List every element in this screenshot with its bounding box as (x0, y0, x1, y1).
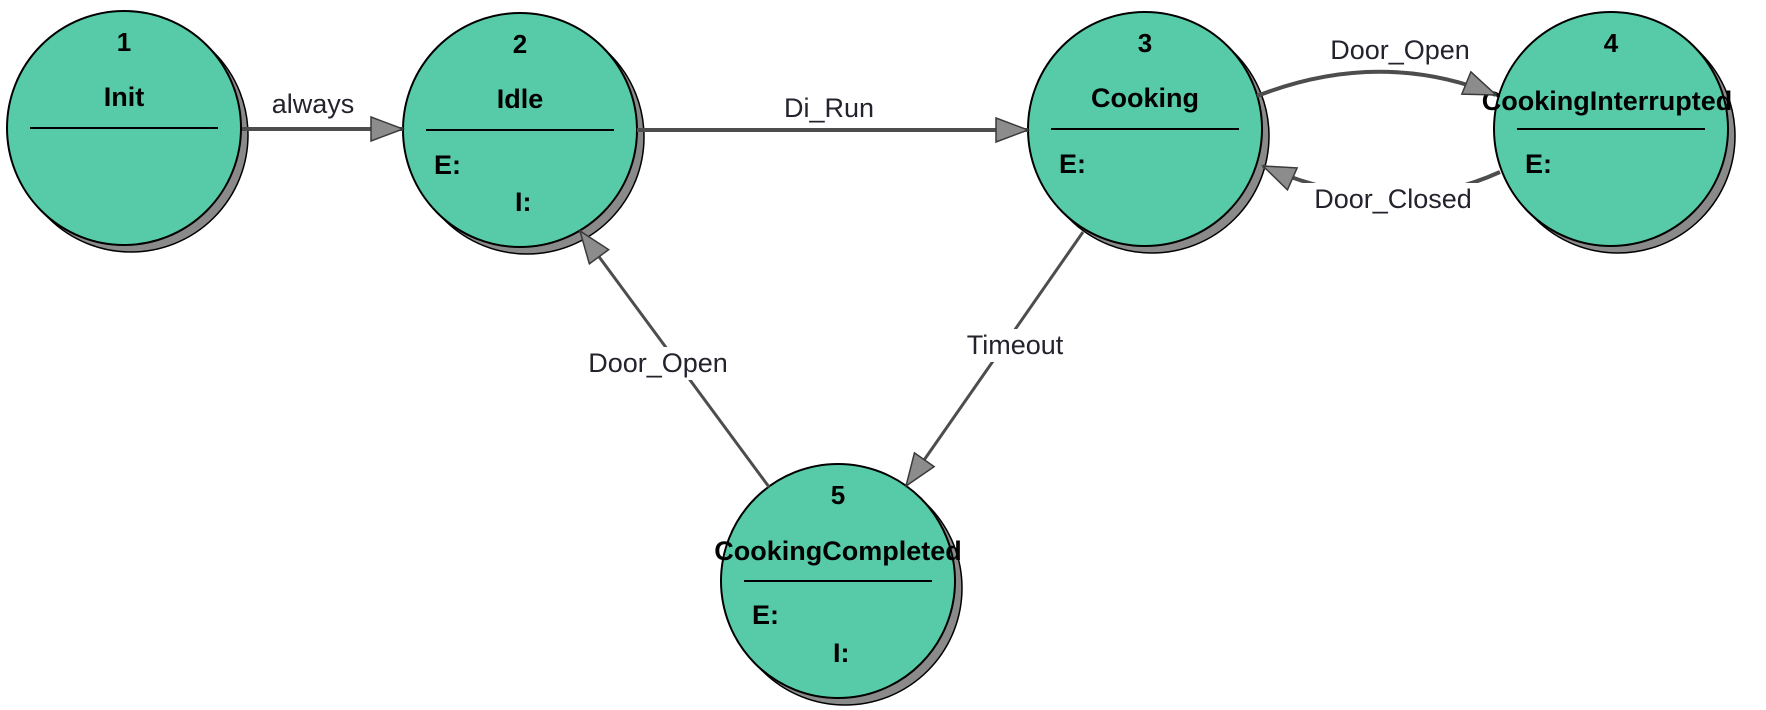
state-name: Idle (497, 84, 544, 114)
entry-action-prefix: E: (1525, 149, 1552, 179)
state-name: Cooking (1091, 83, 1199, 113)
state-cooking: 3 Cooking E: (1027, 11, 1270, 254)
state-init: 1 Init (6, 10, 249, 253)
transition-door-open-to-interrupted: Door_Open (1256, 35, 1496, 98)
input-action-prefix: I: (515, 187, 532, 217)
entry-action-prefix: E: (1059, 149, 1086, 179)
state-cooking-interrupted: 4 CookingInterrupted E: (1482, 11, 1736, 254)
state-idle: 2 Idle E: I: (402, 12, 645, 255)
transition-label-background (959, 329, 1071, 362)
transition-label-door-closed[interactable]: Door_Closed (1314, 184, 1472, 214)
entry-action-prefix: E: (434, 150, 461, 180)
transition-label-always[interactable]: always (272, 89, 355, 119)
transition-di-run: Di_Run (637, 93, 1028, 130)
transition-always: always (242, 89, 403, 129)
state-number: 1 (117, 27, 131, 57)
entry-action-prefix: E: (752, 600, 779, 630)
transition-door-open-top-arc[interactable] (1256, 69, 1496, 98)
state-number: 5 (831, 480, 845, 510)
transition-label-di-run[interactable]: Di_Run (784, 93, 874, 123)
state-name: CookingCompleted (714, 536, 962, 566)
state-name: CookingInterrupted (1482, 86, 1733, 116)
input-action-prefix: I: (833, 638, 850, 668)
transition-label-background (572, 347, 744, 380)
transition-label-timeout[interactable]: Timeout (967, 330, 1064, 360)
state-number: 2 (513, 29, 527, 59)
transition-door-closed: Door_Closed (1263, 164, 1501, 216)
transition-timeout: Timeout (904, 231, 1085, 486)
state-name: Init (104, 82, 145, 112)
state-cooking-completed: 5 CookingCompleted E: I: (714, 463, 963, 706)
transition-label-door-open-bottom[interactable]: Door_Open (588, 348, 728, 378)
state-number: 4 (1604, 28, 1619, 58)
transition-label-door-open-top[interactable]: Door_Open (1330, 35, 1470, 65)
transition-label-background (1296, 183, 1490, 216)
state-number: 3 (1138, 28, 1152, 58)
transition-door-open-to-idle: Door_Open (572, 231, 771, 488)
